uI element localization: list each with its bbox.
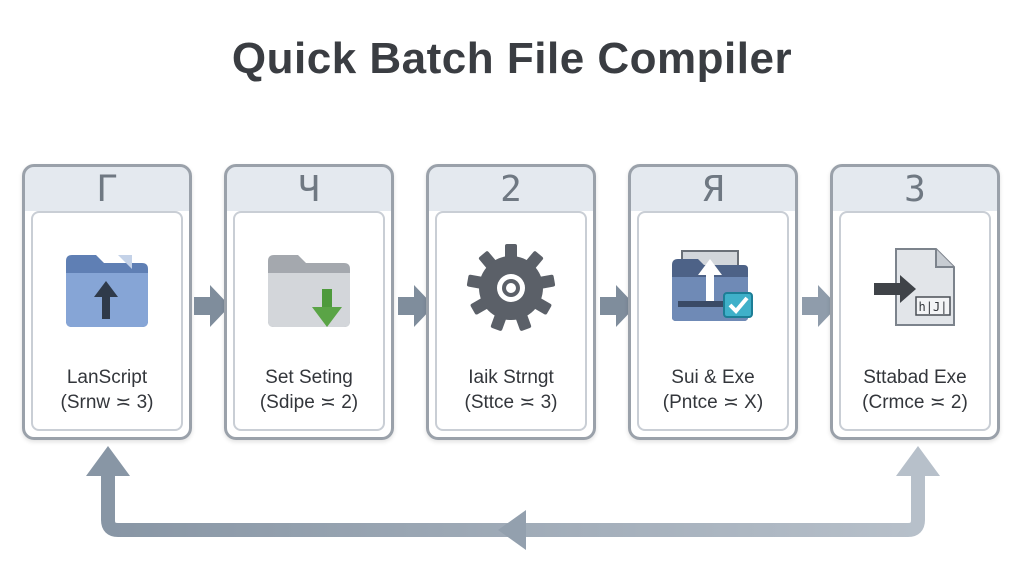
step-sublabel: (Sdipe ≍ 2)	[259, 392, 359, 413]
folder-download-icon	[268, 255, 350, 327]
folder-upload-icon	[66, 255, 148, 327]
step-number: Ч	[298, 169, 320, 210]
step-sublabel: (Crmce ≍ 2)	[862, 392, 968, 413]
step-number: Γ	[96, 169, 118, 210]
flow-arrow-2	[398, 285, 434, 327]
doc-icon-label: h|J|	[919, 300, 948, 314]
step-sublabel: (Sttce ≍ 3)	[464, 392, 558, 413]
flow-arrow-1	[194, 285, 230, 327]
step-number: Я	[702, 169, 724, 210]
step-label: Sttabad Exe	[863, 367, 967, 388]
step-card-2: Ч Set Seting (Sdipe ≍ 2)	[224, 164, 394, 440]
document-export-icon: h|J|	[874, 248, 955, 326]
step-card-5: 3 h|J| Sttabad Exe (Crmce ≍ 2)	[830, 164, 1000, 440]
step-number: 2	[500, 169, 522, 210]
step-label: Set Seting	[265, 367, 353, 388]
diagram-title: Quick Batch File Compiler	[231, 34, 793, 83]
folder-check-icon	[672, 250, 753, 321]
gear-icon	[466, 244, 556, 331]
step-card-3: 2 Iaik Strngt	[426, 164, 596, 440]
step-label: Iaik Strngt	[468, 367, 554, 388]
step-label: LanScript	[66, 367, 148, 388]
step-sublabel: (Pntce ≍ X)	[662, 392, 764, 413]
step-sublabel: (Srnw ≍ 3)	[60, 392, 154, 413]
step-label: Sui & Exe	[671, 367, 755, 388]
step-card-4: Я Sui & Exe (Pntce ≍ X)	[628, 164, 798, 440]
step-number: 3	[904, 169, 926, 210]
flow-arrow-4	[802, 285, 838, 327]
flow-arrow-3	[600, 285, 636, 327]
step-card-1: Γ LanScript (Srnw ≍ 3)	[22, 164, 192, 440]
